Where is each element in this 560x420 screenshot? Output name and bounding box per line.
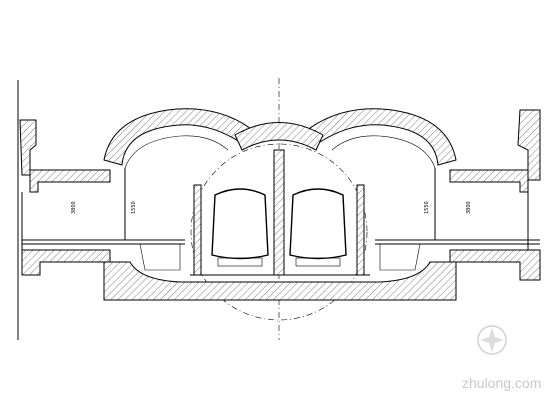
right-trackway-wall <box>356 184 365 276</box>
right-train-car <box>289 188 347 260</box>
right-end-wall <box>517 109 541 181</box>
left-inner-arch <box>124 135 229 169</box>
left-trackway-wall <box>193 184 202 276</box>
center-column <box>273 149 285 276</box>
right-upper-slab <box>449 169 529 193</box>
left-wall-height-label: 3800 <box>71 201 77 214</box>
left-arch-lining <box>103 108 251 166</box>
left-bogie <box>217 257 263 267</box>
left-span-height-label: 1550 <box>131 201 137 214</box>
right-wall-height-label: 3800 <box>466 201 472 214</box>
right-lower-slab <box>449 249 541 281</box>
center-arch-lining <box>234 122 324 151</box>
right-bogie <box>295 257 341 267</box>
right-arch-lining <box>309 108 457 166</box>
left-train-car <box>211 188 269 260</box>
outer-dashed-arc <box>190 143 368 321</box>
left-upper-slab <box>29 169 111 193</box>
right-lower-chamber <box>379 243 421 271</box>
watermark-text: zhulong.com <box>462 375 541 391</box>
right-inner-arch <box>331 135 436 169</box>
right-span-height-label: 1550 <box>424 201 430 214</box>
left-lower-slab <box>21 249 111 276</box>
bottom-invert-slab <box>103 261 457 301</box>
watermark-logo <box>477 325 507 355</box>
left-lower-chamber <box>139 243 181 271</box>
left-end-wall <box>19 119 37 176</box>
